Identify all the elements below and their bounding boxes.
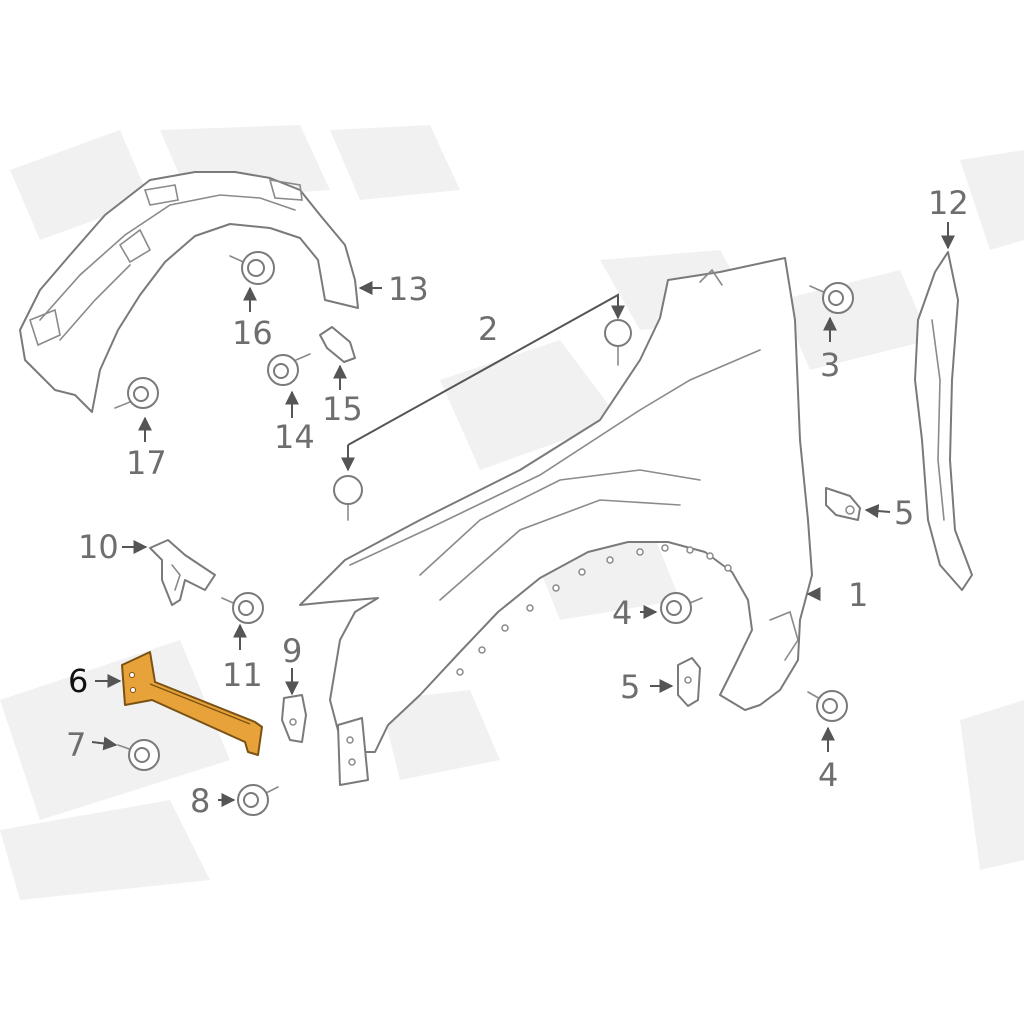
part-5-clip-lower bbox=[677, 657, 701, 707]
part-2-clip-lower bbox=[333, 475, 363, 521]
callout-1: 1 bbox=[848, 576, 868, 614]
part-13-wheel-liner bbox=[19, 171, 359, 413]
callout-16: 16 bbox=[232, 314, 273, 352]
part-17-bolt bbox=[114, 377, 159, 409]
part-7-bolt bbox=[117, 739, 160, 771]
part-8-bolt bbox=[237, 784, 279, 816]
part-1-front-fender bbox=[299, 257, 813, 786]
callout-4-lower: 4 bbox=[818, 756, 838, 794]
part-12-seal bbox=[914, 251, 973, 591]
part-9-clip bbox=[281, 694, 307, 743]
callout-11: 11 bbox=[222, 656, 263, 694]
callout-labels: 1 2 3 4 4 5 5 6 7 8 9 10 11 12 13 14 15 … bbox=[66, 184, 969, 820]
callout-2: 2 bbox=[478, 310, 498, 348]
part-2-clip-upper bbox=[604, 319, 632, 366]
callout-8: 8 bbox=[190, 782, 210, 820]
callout-12: 12 bbox=[928, 184, 969, 222]
part-6-brace bbox=[121, 651, 263, 756]
callout-15: 15 bbox=[322, 390, 363, 428]
callout-13: 13 bbox=[388, 270, 429, 308]
part-4-bolt-lower bbox=[807, 690, 848, 722]
callout-9: 9 bbox=[282, 632, 302, 670]
callout-10: 10 bbox=[78, 528, 119, 566]
leader-lines bbox=[91, 222, 955, 807]
callout-7: 7 bbox=[66, 726, 86, 764]
part-15-clip bbox=[319, 326, 356, 363]
callout-4-upper: 4 bbox=[612, 594, 632, 632]
part-10-bracket bbox=[149, 539, 216, 606]
callout-17: 17 bbox=[126, 444, 167, 482]
part-5-clip-upper bbox=[825, 487, 861, 521]
callout-6: 6 bbox=[68, 662, 88, 700]
callout-5-lower: 5 bbox=[620, 668, 640, 706]
callout-14: 14 bbox=[274, 418, 315, 456]
part-14-bolt bbox=[267, 353, 311, 386]
callout-5-upper: 5 bbox=[894, 494, 914, 532]
part-3-bolt bbox=[809, 282, 854, 314]
part-11-bolt bbox=[221, 592, 264, 624]
callout-3: 3 bbox=[820, 346, 840, 384]
part-4-bolt-upper bbox=[660, 592, 703, 624]
part-16-bolt bbox=[229, 251, 275, 285]
